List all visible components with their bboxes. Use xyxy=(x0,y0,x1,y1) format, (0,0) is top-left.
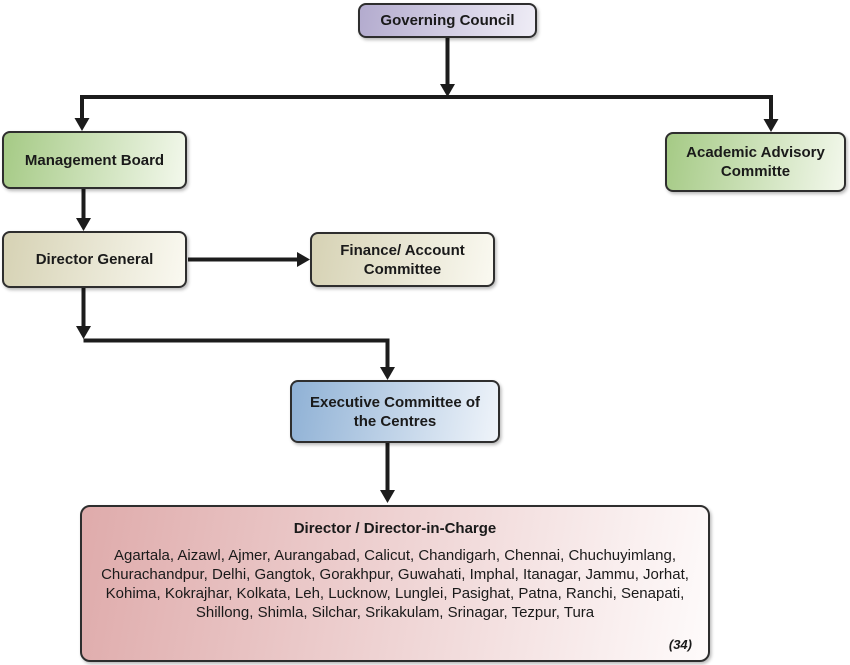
node-executive-committee-label: Executive Committee of the Centres xyxy=(309,393,481,430)
arrowhead-governing-to-bar xyxy=(440,84,455,97)
arrowhead-to-directors xyxy=(380,490,395,503)
directors-count-badge: (34) xyxy=(668,637,692,652)
node-governing-council-label: Governing Council xyxy=(380,12,515,29)
node-academic-advisory-committee: Academic Advisory Committe xyxy=(665,132,846,192)
arrowhead-to-executive-committee xyxy=(380,367,395,380)
arrowhead-to-director-general xyxy=(76,218,91,231)
arrowhead-director-elbow xyxy=(76,326,91,339)
node-academic-advisory-committee-label: Academic Advisory Committe xyxy=(686,144,825,180)
node-management-board: Management Board xyxy=(2,131,187,189)
node-director-general: Director General xyxy=(2,231,187,288)
connector-distribution-bar xyxy=(80,95,773,120)
directors-centres-list: Agartala, Aizawl, Ajmer, Aurangabad, Cal… xyxy=(101,547,689,621)
node-director-general-label: Director General xyxy=(35,251,154,268)
node-governing-council: Governing Council xyxy=(358,3,537,38)
node-directors: Director / Director-in-Charge Agartala, … xyxy=(80,505,710,662)
node-finance-account-committee: Finance/ Account Committee xyxy=(310,232,495,287)
arrowhead-to-academic-advisory xyxy=(763,119,779,132)
node-finance-account-committee-label: Finance/ Account Committee xyxy=(340,241,465,278)
connector-elbow-to-executive xyxy=(83,338,390,367)
node-management-board-label: Management Board xyxy=(24,151,165,169)
arrowhead-to-finance-committee xyxy=(297,252,310,267)
directors-title: Director / Director-in-Charge xyxy=(293,520,497,537)
node-executive-committee: Executive Committee of the Centres xyxy=(290,380,500,443)
arrowhead-to-management-board xyxy=(74,118,90,131)
